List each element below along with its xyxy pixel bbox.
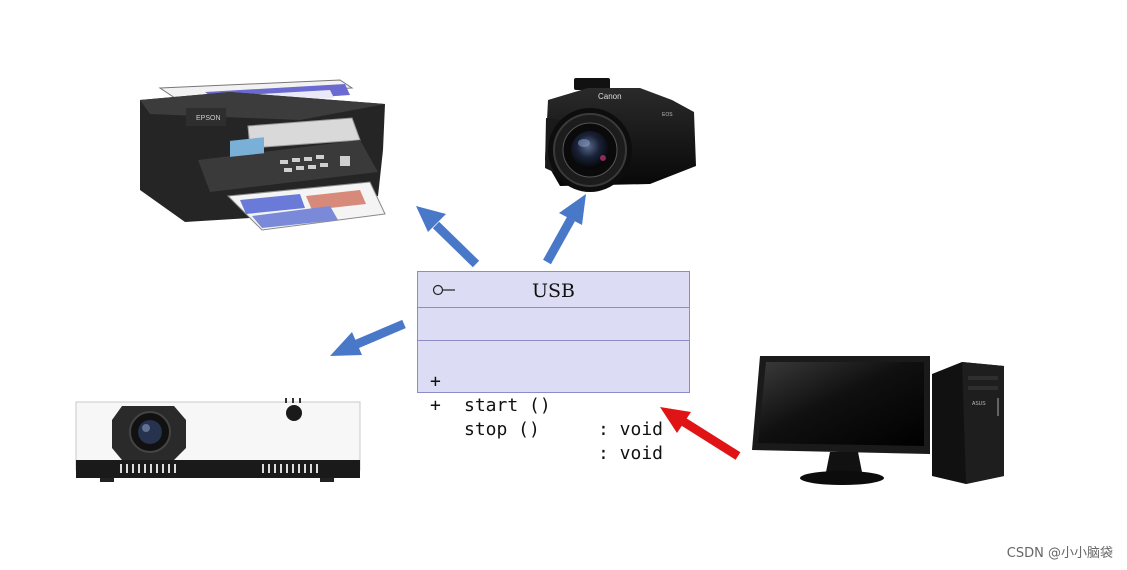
svg-text:EOS: EOS xyxy=(662,112,673,118)
interface-lollipop-icon xyxy=(432,284,455,296)
arrow-usb-to-printer xyxy=(416,206,480,268)
operation-row: + stop () : void xyxy=(418,370,689,464)
operation-row: + start () : void xyxy=(418,346,689,440)
arrow-computer-to-usb xyxy=(660,407,741,460)
operation-return-type: : void xyxy=(598,443,664,464)
usb-interface-class: USB + start () : void + stop () : void xyxy=(417,271,690,464)
desktop-computer-icon: ASUS xyxy=(752,356,1004,485)
printer-icon: EPSON xyxy=(140,79,386,231)
operation-name: stop () xyxy=(464,419,540,440)
class-name: USB xyxy=(532,280,575,302)
attributes-section xyxy=(418,308,689,341)
camera-icon: Canon EOS xyxy=(545,78,696,192)
arrow-usb-to-projector xyxy=(330,319,406,356)
svg-text:Canon: Canon xyxy=(598,92,622,101)
arrow-usb-to-camera xyxy=(543,194,586,265)
class-name-section: USB xyxy=(418,272,689,308)
projector-icon xyxy=(75,398,361,482)
svg-text:EPSON: EPSON xyxy=(196,115,221,122)
operation-visibility: + xyxy=(430,371,441,392)
operation-visibility: + xyxy=(430,395,441,416)
operation-return-type: : void xyxy=(598,419,664,440)
operations-section: + start () : void + stop () : void xyxy=(418,341,689,464)
watermark: CSDN @小小脑袋 xyxy=(1006,546,1113,561)
svg-text:ASUS: ASUS xyxy=(972,401,986,407)
operation-name: start () xyxy=(464,395,551,416)
